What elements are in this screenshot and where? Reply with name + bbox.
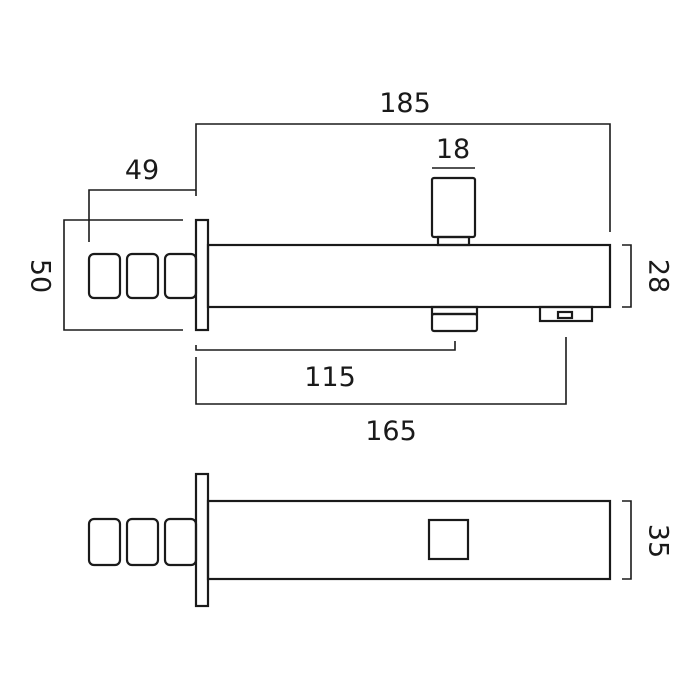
diverter-knob [430, 176, 477, 239]
label-spout-width: 35 [643, 524, 674, 558]
spout-outlet [538, 305, 594, 323]
spout-outlet-aerator [556, 310, 574, 320]
dimension-line-backplate-height [63, 219, 183, 331]
dimension-line-to-diverter-outlet [195, 341, 456, 351]
label-to-diverter-outlet: 115 [304, 362, 356, 393]
dimension-line-spout-width [622, 500, 632, 580]
plan-view [87, 472, 632, 608]
control-knob-1 [87, 252, 122, 300]
label-knob-projection: 49 [125, 155, 159, 186]
spout-body [206, 243, 612, 309]
dimension-lines-side [63, 123, 632, 405]
label-to-spout-outlet: 165 [365, 416, 417, 447]
diverter-outlet [430, 312, 479, 333]
plan-control-knob-2 [125, 517, 160, 567]
dimension-line-to-spout-outlet [195, 337, 567, 405]
label-overall-length: 185 [379, 88, 431, 119]
control-knob-2 [125, 252, 160, 300]
plan-wall-backplate [194, 472, 210, 608]
plan-spout-body [206, 499, 612, 581]
label-spout-height: 28 [643, 259, 674, 293]
dimension-line-spout-height [622, 244, 632, 308]
plan-diverter-square [427, 518, 470, 561]
diverter-stem [436, 235, 471, 247]
label-diverter-width: 18 [436, 134, 470, 165]
control-knob-3 [163, 252, 198, 300]
plan-control-knob-3 [163, 517, 198, 567]
plan-control-knob-1 [87, 517, 122, 567]
dimension-labels: 185 18 49 50 28 115 165 35 [25, 88, 674, 558]
wall-backplate [194, 218, 210, 332]
label-backplate-height: 50 [25, 259, 56, 293]
side-elevation-view [87, 176, 612, 333]
dimension-line-knob-projection [88, 189, 196, 242]
dimension-line-overall-length [195, 123, 611, 232]
